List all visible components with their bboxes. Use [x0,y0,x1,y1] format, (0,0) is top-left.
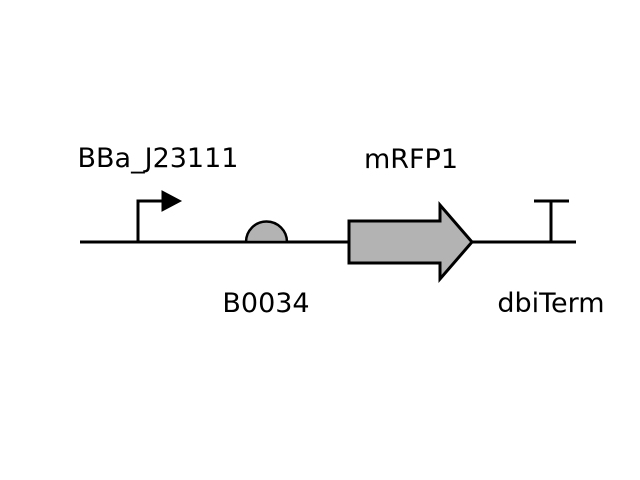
promoter-arrow-icon [161,190,183,212]
rbs-label: B0034 [222,288,309,319]
terminator-label: dbiTerm [497,288,604,319]
terminator-part [534,199,569,242]
promoter-label: BBa_J23111 [78,143,239,174]
promoter-part [136,190,183,242]
rbs-semicircle-icon [244,220,289,244]
cds-arrow-icon [347,200,474,284]
cds-label: mRFP1 [364,144,458,175]
promoter-stem [136,199,164,242]
